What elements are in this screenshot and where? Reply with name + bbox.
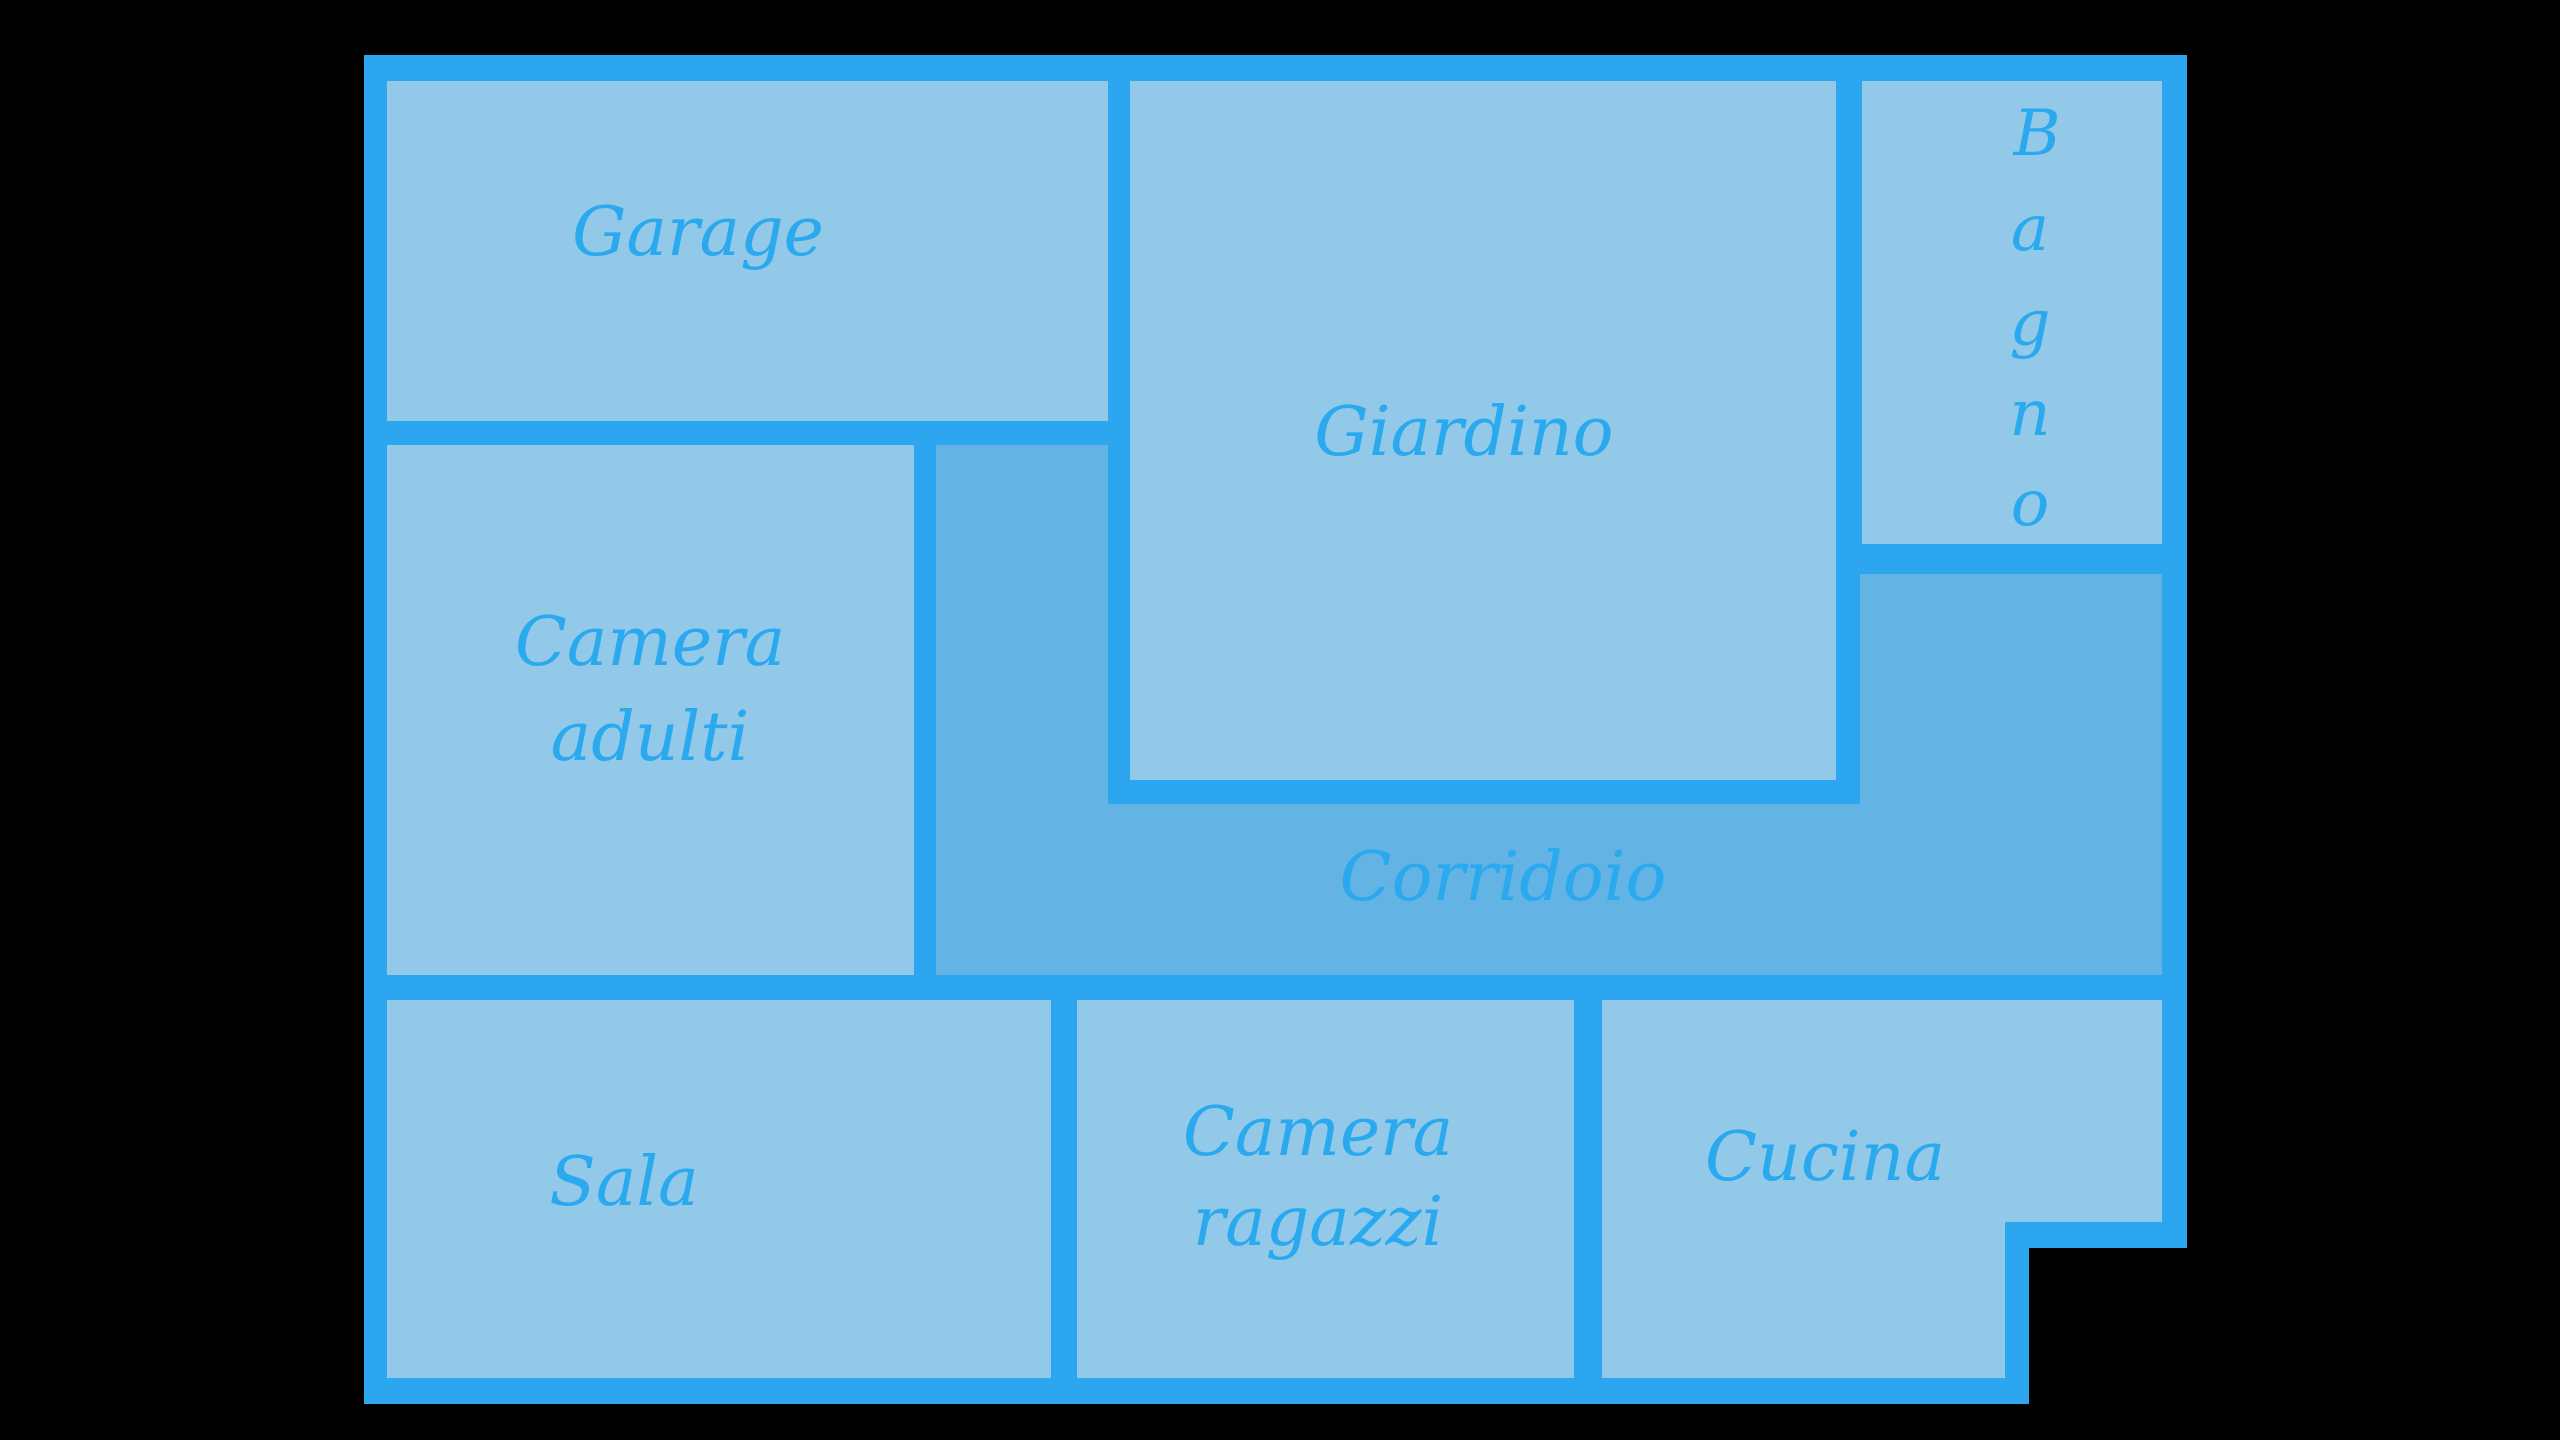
label-camera-ragazzi-line1: Camera [1183, 1093, 1453, 1172]
label-camera-adulti-line1: Camera [515, 603, 785, 682]
room-giardino[interactable] [1130, 81, 1836, 780]
label-camera-adulti-line2: adulti [551, 698, 750, 777]
room-camera-ragazzi[interactable] [1077, 1000, 1574, 1378]
label-bagno-5: o [2011, 467, 2050, 541]
label-garage: Garage [572, 193, 824, 272]
label-corridoio: Corridoio [1340, 838, 1667, 917]
label-camera-ragazzi-line2: ragazzi [1193, 1183, 1444, 1262]
label-giardino: Giardino [1314, 393, 1613, 472]
label-bagno-3: g [2010, 287, 2051, 361]
label-bagno-4: n [2009, 377, 2050, 451]
label-sala: Sala [549, 1143, 698, 1222]
room-camera-adulti[interactable] [387, 445, 914, 975]
room-bagno[interactable] [1862, 81, 2162, 544]
label-bagno-2: a [2011, 192, 2049, 266]
room-sala[interactable] [387, 1000, 1051, 1378]
label-cucina: Cucina [1705, 1118, 1945, 1197]
room-garage[interactable] [387, 81, 1108, 421]
label-bagno-1: B [2012, 97, 2060, 171]
room-cucina[interactable] [1602, 1000, 2162, 1378]
room-corridoio[interactable] [936, 445, 2162, 975]
